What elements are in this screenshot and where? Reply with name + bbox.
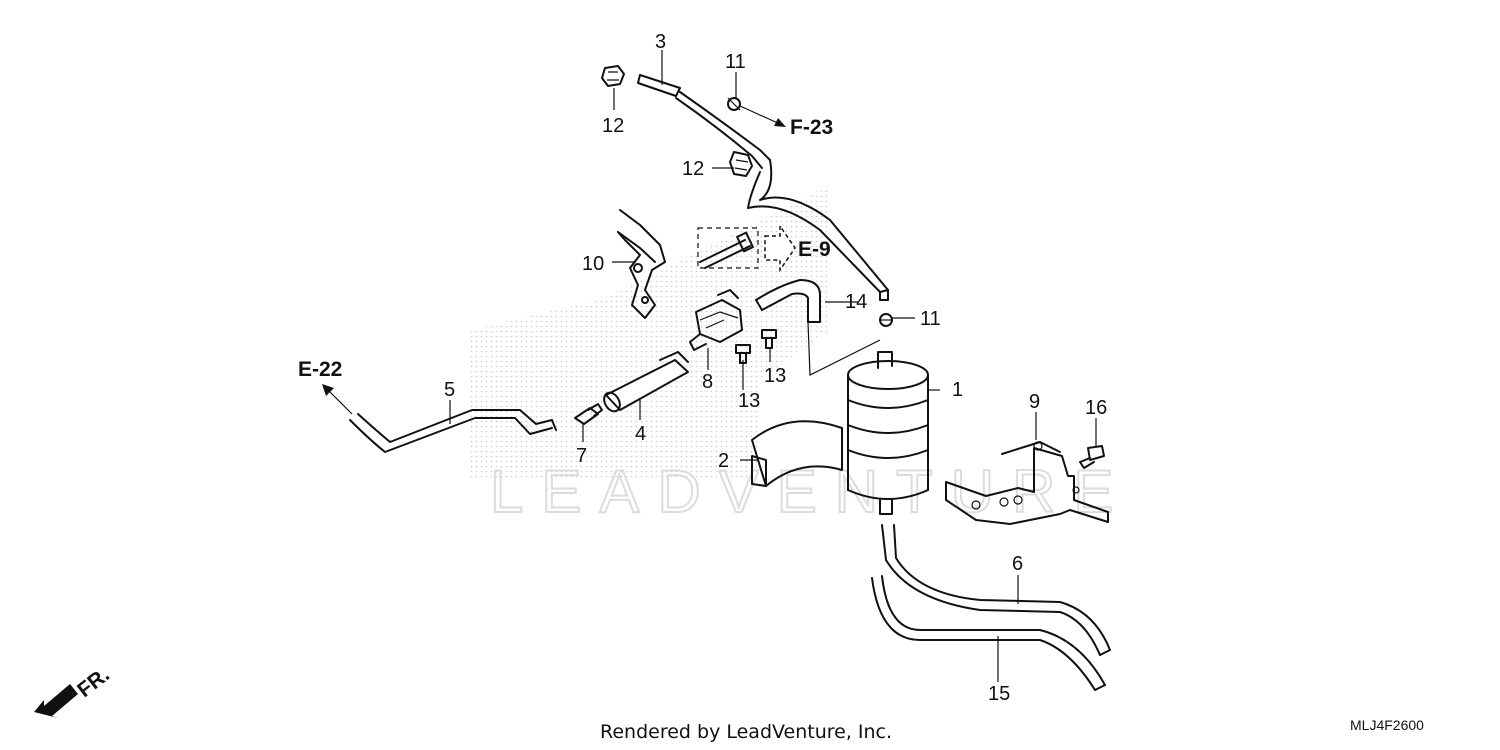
hose-to-canister <box>747 159 889 301</box>
label-part-13-a: 13 <box>764 365 786 387</box>
rendered-by-text: Rendered by LeadVenture, Inc. <box>600 721 892 743</box>
ref-label-e9: E-9 <box>798 238 831 261</box>
label-part-16: 16 <box>1085 397 1107 419</box>
clamp-11-top <box>727 97 741 111</box>
fr-arrow-icon <box>34 684 78 718</box>
leader-lines <box>449 50 1097 682</box>
label-part-12-top: 12 <box>602 115 624 137</box>
canister-1 <box>847 351 929 515</box>
part-3-tube <box>637 74 771 169</box>
bracket-10 <box>617 209 666 319</box>
watermark: LEADVENTURE <box>470 185 1131 526</box>
label-part-10: 10 <box>582 253 604 275</box>
bracket-9 <box>945 441 1109 525</box>
label-part-6: 6 <box>1012 553 1023 575</box>
bolt-e9 <box>697 227 759 269</box>
label-part-7: 7 <box>576 445 587 467</box>
clip-12-mid <box>729 151 753 177</box>
hose-14 <box>755 279 821 323</box>
ref-label-e22: E-22 <box>298 358 342 381</box>
hose-5 <box>349 409 557 453</box>
hose-6 <box>881 524 1111 656</box>
band-2 <box>751 420 843 487</box>
ref-label-f23: F-23 <box>790 116 833 139</box>
clip-12-top <box>601 65 625 87</box>
label-part-5: 5 <box>444 379 455 401</box>
clamp-11-mid <box>879 313 893 327</box>
pipe-4 <box>603 351 689 413</box>
ref-arrow-e22 <box>322 384 353 415</box>
bolt-13-a <box>761 329 777 349</box>
label-part-1: 1 <box>952 379 963 401</box>
ref-label-fr: FR. <box>73 663 114 702</box>
ref-arrow-f23 <box>739 105 786 127</box>
fitting-7 <box>574 403 603 425</box>
label-part-15: 15 <box>988 683 1010 705</box>
label-part-4: 4 <box>635 423 646 445</box>
diagram-code: MLJ4F2600 <box>1350 717 1424 733</box>
solenoid-valve-8 <box>689 289 743 351</box>
watermark-text: LEADVENTURE <box>490 458 1131 525</box>
label-part-9: 9 <box>1029 391 1040 413</box>
leader-14 <box>807 321 881 376</box>
ref-arrow-e9 <box>764 223 796 273</box>
label-part-11-mid: 11 <box>920 308 941 330</box>
bolt-16 <box>1079 445 1105 469</box>
label-part-14: 14 <box>845 291 867 313</box>
label-part-11-top: 11 <box>725 51 746 73</box>
label-part-2: 2 <box>718 450 729 472</box>
label-part-3: 3 <box>655 31 666 53</box>
label-part-12-mid: 12 <box>682 158 704 180</box>
label-part-8: 8 <box>702 371 713 393</box>
hose-15 <box>871 575 1106 691</box>
label-part-13-b: 13 <box>738 390 760 412</box>
